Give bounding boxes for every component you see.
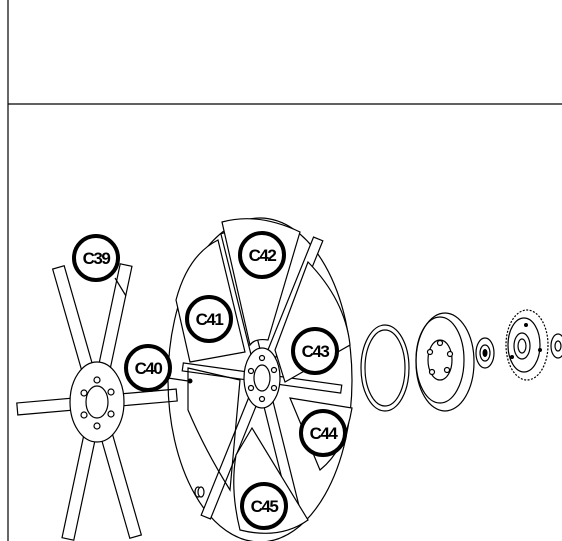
part-flange — [415, 312, 475, 412]
callout-c40-label: C40 — [135, 359, 163, 378]
callout-c42-label: C42 — [249, 246, 277, 265]
callout-c40: C40 — [124, 344, 189, 392]
callout-c41: C41 — [185, 295, 233, 343]
page-frame — [7, 0, 562, 541]
callout-c45: C45 — [240, 482, 288, 530]
part-pin — [194, 486, 205, 498]
callout-c39: C39 — [72, 234, 127, 297]
part-bearing — [475, 337, 495, 369]
part-bearing-right — [550, 333, 562, 359]
callout-c44-label: C44 — [310, 424, 339, 443]
part-spoke-frame — [16, 263, 178, 541]
callout-c43-label: C43 — [302, 342, 330, 361]
callout-c44: C44 — [299, 409, 347, 457]
callout-c42: C42 — [238, 231, 286, 279]
part-gear-hub — [505, 309, 549, 381]
callout-c45-label: C45 — [251, 497, 279, 516]
panel-c40-outline — [187, 367, 241, 492]
callout-c41-label: C41 — [196, 310, 224, 329]
part-o-ring — [360, 324, 410, 412]
callout-c43: C43 — [291, 327, 339, 375]
callout-c39-label: C39 — [83, 249, 111, 268]
